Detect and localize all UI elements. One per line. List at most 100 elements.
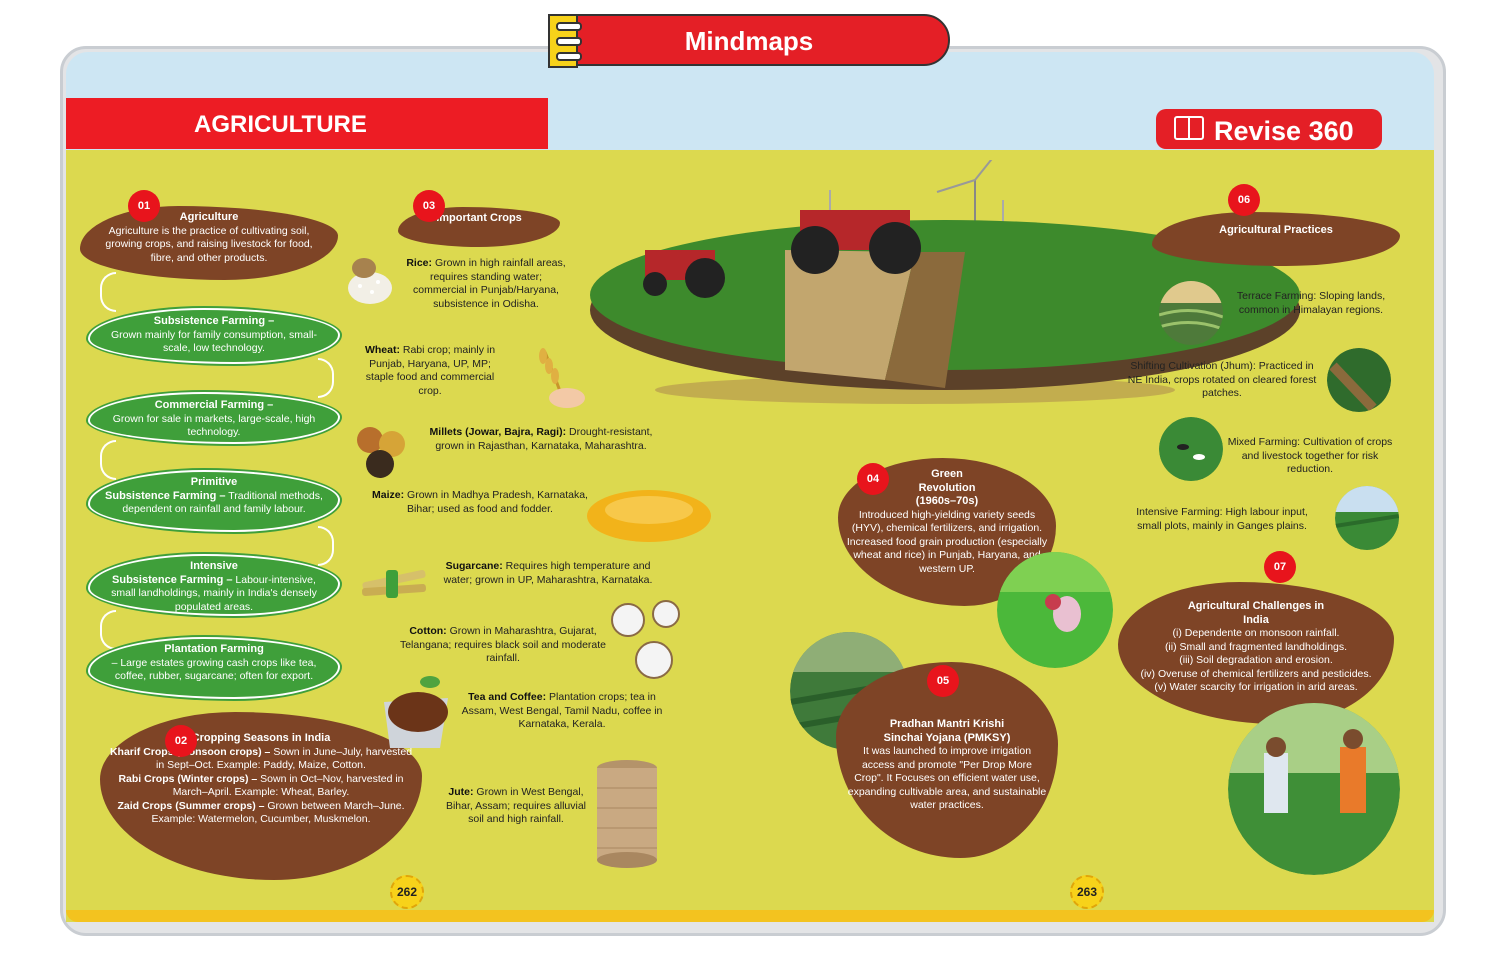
node-text: – Large estates growing cash crops like …: [111, 656, 317, 683]
challenge-2: (ii) Small and fragmented landholdings.: [1164, 640, 1348, 653]
gr-text: Introduced high-yielding variety seeds (…: [846, 508, 1048, 575]
node-title: Commercial Farming –: [154, 399, 274, 411]
badge-04: 04: [857, 463, 889, 495]
practice-terrace: Terrace Farming: Sloping lands, common i…: [1236, 290, 1386, 316]
challenge-1: (i) Dependente on monsoon rainfall.: [1172, 627, 1340, 639]
mixed-farming-photo: [1159, 417, 1223, 481]
crop-text: Requires high temperature and water; gro…: [443, 560, 653, 586]
cotton-icon: [611, 600, 680, 679]
intensive-farming-node: Intensive Subsistence Farming – Labour-i…: [88, 554, 340, 616]
crop-jute: Jute: Grown in West Bengal, Bihar, Assam…: [440, 786, 592, 827]
node-title: Primitive: [190, 476, 238, 488]
pmksy-title: Pradhan Mantri Krishi Sinchai Yojana (PM…: [883, 718, 1011, 744]
challenge-3: (iii) Soil degradation and erosion.: [1179, 654, 1333, 666]
crop-text: Grown in Madhya Pradesh, Karnataka, Biha…: [407, 489, 588, 515]
seasons-title: Cropping Seasons in India: [191, 732, 331, 744]
crop-text: Plantation crops; tea in Assam, West Ben…: [461, 691, 663, 730]
badge-03: 03: [413, 190, 445, 222]
practice-intensive: Intensive Farming: High labour input, sm…: [1136, 506, 1308, 532]
brand-label: Revise 360: [1214, 116, 1354, 146]
farmers-field-photo: [1228, 703, 1400, 875]
jute-rope-icon: [597, 760, 657, 868]
tab-title: Mindmaps: [684, 26, 814, 56]
intensive-farming-photo: [1335, 486, 1399, 550]
crop-tea-coffee: Tea and Coffee: Plantation crops; tea in…: [452, 691, 672, 732]
crop-name: Jute:: [448, 786, 474, 798]
crop-text: Rabi crop; mainly in Punjab, Haryana, UP…: [365, 344, 496, 397]
maize-icon: [587, 490, 711, 542]
node-title: Intensive: [190, 560, 238, 572]
section-banner: AGRICULTURE: [66, 98, 548, 149]
rabi-label: Rabi Crops (Winter crops) –: [118, 772, 258, 785]
badge-05: 05: [927, 665, 959, 697]
page-number-left: 262: [390, 875, 424, 909]
cropping-seasons-blob: Cropping Seasons in India Kharif Crops (…: [100, 712, 422, 880]
gr-title: Green Revolution (1960s–70s): [915, 468, 979, 507]
node-text: Labour-intensive, small landholdings, ma…: [111, 573, 317, 613]
zaid-text: Grown between March–June. Example: Water…: [151, 799, 405, 826]
practice-shifting: Shifting Cultivation (Jhum): Practiced i…: [1127, 360, 1317, 399]
node-text: Grown for sale in markets, large-scale, …: [112, 412, 316, 439]
node-title: Plantation Farming: [164, 643, 264, 655]
crop-rice: Rice: Grown in high rainfall areas, requ…: [402, 257, 570, 311]
crop-cotton: Cotton: Grown in Maharashtra, Gujarat, T…: [398, 625, 608, 666]
practices-title: Agricultural Practices: [1219, 224, 1333, 236]
challenges-blob: Agricultural Challenges in India (i) Dep…: [1118, 582, 1394, 724]
crop-text: Grown in high rainfall areas, requires s…: [413, 257, 566, 310]
primitive-farming-node: Primitive Subsistence Farming – Traditio…: [88, 470, 340, 532]
revise-360-logo: Revise 360: [1156, 109, 1382, 149]
rabi-text: Sown in Oct–Nov, harvested in March–Apri…: [172, 772, 404, 799]
crop-name: Cotton:: [409, 625, 447, 637]
crop-name: Tea and Coffee:: [468, 691, 547, 703]
node-title-2: Subsistence Farming –: [105, 489, 226, 502]
agriculture-blob: Agriculture Agriculture is the practice …: [80, 206, 338, 280]
crop-name: Sugarcane:: [445, 560, 503, 572]
challenge-5: (v) Water scarcity for irrigation in ari…: [1154, 681, 1358, 693]
crop-text: Grown in Maharashtra, Gujarat, Telangana…: [399, 625, 607, 664]
crop-text: Grown in West Bengal, Bihar, Assam; requ…: [445, 786, 587, 825]
crops-title: Important Crops: [436, 212, 522, 224]
sugarcane-icon: [362, 569, 426, 598]
bottom-band: [66, 910, 1434, 922]
node-title-2: Subsistence Farming –: [112, 573, 233, 586]
coffee-beans-icon: [384, 676, 448, 748]
book-icon: [1174, 116, 1204, 140]
zaid-label: Zaid Crops (Summer crops) –: [117, 799, 265, 812]
crop-maize: Maize: Grown in Madhya Pradesh, Karnatak…: [360, 489, 600, 516]
notebook-spiral-icon: [548, 14, 582, 68]
farm-tractor-illustration: [590, 160, 1300, 404]
crop-name: Millets (Jowar, Bajra, Ragi):: [429, 426, 567, 438]
crop-millets: Millets (Jowar, Bajra, Ragi): Drought-re…: [418, 426, 664, 453]
crop-text: Drought-resistant, grown in Rajasthan, K…: [435, 426, 653, 452]
badge-02: 02: [165, 725, 197, 757]
pmksy-text: It was launched to improve irrigation ac…: [847, 745, 1047, 811]
crop-name: Wheat:: [364, 344, 400, 356]
page-number-right: 263: [1070, 875, 1104, 909]
subsistence-farming-node: Subsistence Farming – Grown mainly for f…: [88, 308, 340, 364]
node-text: Traditional methods, dependent on rainfa…: [122, 489, 323, 516]
node-title: Subsistence Farming –: [153, 315, 275, 327]
terrace-farming-photo: [1159, 281, 1223, 345]
crop-sugarcane: Sugarcane: Requires high temperature and…: [430, 560, 666, 587]
wheat-icon: [539, 348, 585, 408]
crop-name: Rice:: [406, 257, 433, 269]
agriculture-title: Agriculture: [179, 211, 239, 223]
rice-icon: [348, 258, 392, 304]
badge-01: 01: [128, 190, 160, 222]
practice-mixed: Mixed Farming: Cultivation of crops and …: [1227, 436, 1393, 475]
agricultural-practices-blob: Agricultural Practices: [1152, 212, 1400, 266]
node-text: Grown mainly for family consumption, sma…: [111, 328, 317, 355]
mindmaps-tab: Mindmaps: [548, 14, 950, 68]
challenges-title: Agricultural Challenges in India: [1187, 600, 1325, 626]
commercial-farming-node: Commercial Farming – Grown for sale in m…: [88, 392, 340, 444]
badge-06: 06: [1228, 184, 1260, 216]
badge-07: 07: [1264, 551, 1296, 583]
challenge-4: (iv) Overuse of chemical fertilizers and…: [1140, 667, 1372, 680]
millets-icon: [357, 427, 405, 478]
shifting-cultivation-photo: [1327, 348, 1391, 412]
crop-wheat: Wheat: Rabi crop; mainly in Punjab, Hary…: [355, 344, 505, 398]
kharif-text: Sown in June–July, harvested in Sept–Oct…: [156, 745, 413, 772]
rice-field-worker-photo: [997, 552, 1113, 668]
crop-name: Maize:: [372, 489, 405, 501]
agriculture-text: Agriculture is the practice of cultivati…: [105, 224, 313, 264]
